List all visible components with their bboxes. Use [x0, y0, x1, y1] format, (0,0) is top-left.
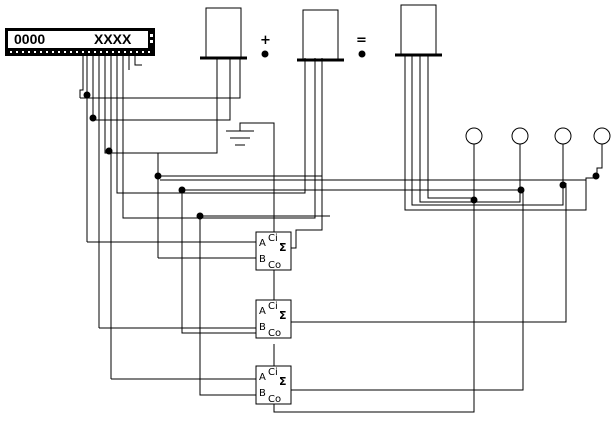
carry-out-label: Co — [268, 394, 281, 405]
probe-lamps — [465, 127, 611, 145]
input-a-label: A — [259, 306, 266, 317]
equals-operator: = — [356, 33, 367, 48]
ground-symbol[interactable] — [226, 122, 275, 232]
sum-label: Σ — [279, 309, 287, 322]
carry-out-label: Co — [268, 328, 281, 339]
input-b-label: B — [259, 322, 266, 333]
probe-lamp-icon[interactable] — [511, 127, 529, 145]
junction-dots — [83, 91, 600, 220]
carry-in-label: Ci — [268, 233, 278, 244]
display-box-a[interactable] — [200, 7, 247, 60]
carry-in-label: Ci — [268, 301, 278, 312]
word-generator[interactable]: 0000 XXXX — [5, 28, 155, 56]
equals-node — [358, 50, 366, 58]
plus-node — [261, 50, 269, 58]
probe-lamp-icon[interactable] — [554, 127, 572, 145]
full-adder-1[interactable]: CiA Σ BCo — [255, 231, 292, 271]
input-a-label: A — [259, 372, 266, 383]
display-box-sum[interactable] — [395, 4, 442, 57]
carry-out-label: Co — [268, 260, 281, 271]
sum-label: Σ — [279, 375, 287, 388]
full-adder-3[interactable]: CiA Σ BCo — [255, 365, 292, 405]
probe-lamp-icon[interactable] — [593, 127, 611, 145]
full-adder-2[interactable]: CiA Σ BCo — [255, 299, 292, 339]
input-b-label: B — [259, 388, 266, 399]
plus-operator: + — [260, 33, 271, 48]
input-a-label: A — [259, 238, 266, 249]
sum-label: Σ — [279, 241, 287, 254]
word-generator-address: 0000 — [14, 31, 45, 47]
input-b-label: B — [259, 254, 266, 265]
display-box-b[interactable] — [297, 9, 344, 62]
wiring — [79, 55, 603, 413]
probe-lamp-icon[interactable] — [465, 127, 483, 145]
carry-in-label: Ci — [268, 367, 278, 378]
word-generator-value: XXXX — [94, 31, 132, 47]
